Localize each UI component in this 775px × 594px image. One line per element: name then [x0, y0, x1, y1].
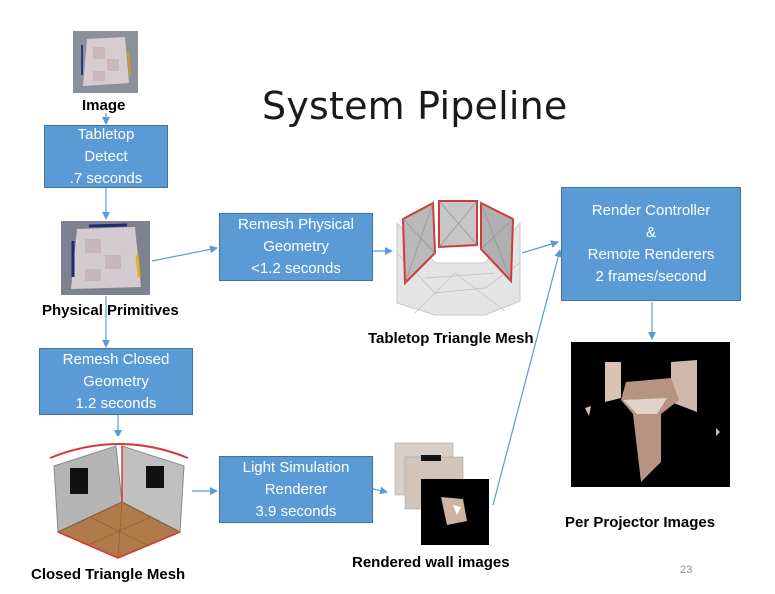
input-image-thumbnail — [73, 31, 138, 93]
label-tabletop-mesh: Tabletop Triangle Mesh — [368, 330, 534, 347]
render-controller-line-4: 2 frames/second — [595, 268, 707, 285]
light-sim-line-1: Light Simulation — [242, 458, 350, 476]
remesh-closed-line-2: Geometry — [83, 372, 149, 390]
box-tabletop-detect: Tabletop Detect .7 seconds — [44, 125, 168, 188]
projector-images — [571, 342, 730, 487]
render-controller-line-3: Remote Renderers — [587, 246, 715, 263]
tabletop-detect-line-1: Tabletop — [77, 125, 135, 143]
remesh-physical-line-2: Geometry — [263, 238, 329, 255]
remesh-physical-line-1: Remesh Physical — [238, 216, 354, 233]
slide-title: System Pipeline — [262, 84, 568, 128]
box-render-controller: Render Controller & Remote Renderers 2 f… — [561, 187, 741, 301]
label-projector-images: Per Projector Images — [565, 514, 716, 531]
remesh-physical-line-3: <1.2 seconds — [251, 260, 341, 277]
render-controller-line-2: & — [645, 224, 656, 241]
arrow-light-sim-to-walls — [372, 486, 388, 495]
physical-primitives-thumbnail — [61, 221, 150, 295]
arrow-walls-to-render-controller — [492, 249, 563, 506]
light-sim-line-2: Renderer — [264, 480, 328, 498]
box-light-simulation: Light Simulation Renderer 3.9 seconds — [219, 456, 373, 523]
tabletop-mesh-image — [395, 193, 522, 317]
label-rendered-walls: Rendered wall images — [352, 554, 510, 571]
remesh-closed-line-3: 1.2 seconds — [75, 394, 157, 412]
rendered-wall-images — [394, 442, 489, 545]
remesh-closed-line-1: Remesh Closed — [62, 350, 170, 368]
box-remesh-closed: Remesh Closed Geometry 1.2 seconds — [39, 348, 193, 415]
arrow-mesh-to-render-controller — [521, 240, 559, 254]
page-number: 23 — [680, 564, 693, 576]
label-physical-primitives: Physical Primitives — [42, 302, 179, 319]
label-closed-mesh: Closed Triangle Mesh — [31, 566, 186, 583]
label-image: Image — [82, 97, 126, 114]
arrow-primitives-to-remesh-physical — [151, 245, 218, 262]
tabletop-detect-line-3: .7 seconds — [69, 169, 143, 187]
box-remesh-physical: Remesh Physical Geometry <1.2 seconds — [219, 213, 373, 281]
closed-mesh-image — [46, 436, 192, 560]
render-controller-line-1: Render Controller — [591, 202, 711, 219]
light-sim-line-3: 3.9 seconds — [255, 502, 337, 520]
tabletop-detect-line-2: Detect — [84, 147, 128, 165]
